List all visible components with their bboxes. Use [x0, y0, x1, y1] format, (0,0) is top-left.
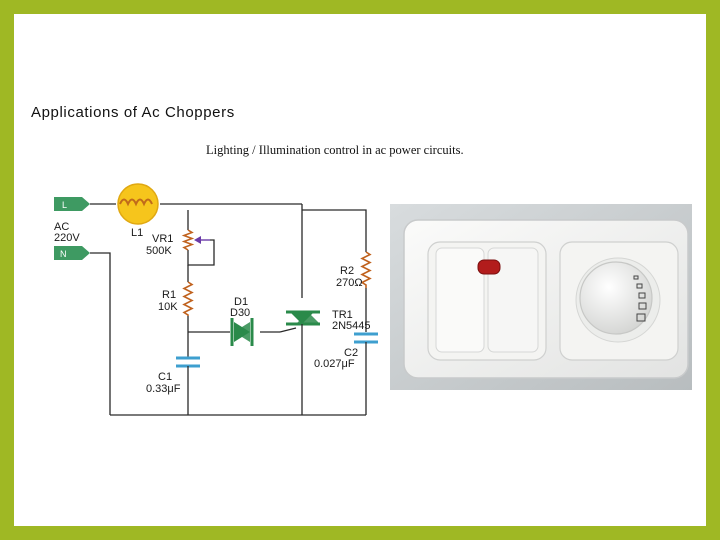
- indicator-light-icon: [477, 259, 501, 275]
- terminal-neutral: N: [54, 246, 90, 260]
- terminal-neutral-label: N: [60, 249, 67, 259]
- wall-switch-and-dimmer-photo: [390, 204, 692, 390]
- supply-voltage: 220V: [54, 232, 80, 244]
- d1-name: D1: [234, 296, 248, 308]
- diac-icon: [230, 318, 254, 346]
- r1-name: R1: [162, 289, 176, 301]
- vr1-name: VR1: [152, 233, 173, 245]
- potentiometer-icon: [181, 229, 210, 251]
- resistor-r1-icon: [182, 281, 194, 316]
- r1-value: 10K: [158, 301, 178, 313]
- rocker-switch: [427, 241, 547, 361]
- capacitor-c2-icon: [354, 332, 378, 352]
- slide: Applications of Ac Choppers Lighting / I…: [14, 14, 706, 526]
- dimmer: [559, 241, 679, 361]
- circuit-wires: [90, 203, 367, 416]
- circuit-diagram: L N AC 220V L1 VR1 500K R1 10K: [54, 183, 378, 416]
- lamp-icon: [117, 183, 159, 225]
- supply-label: AC: [54, 221, 69, 233]
- triac-icon: [279, 310, 320, 338]
- resistor-r2-icon: [360, 251, 372, 288]
- slide-caption: Lighting / Illumination control in ac po…: [206, 143, 464, 157]
- terminal-live-label: L: [62, 200, 67, 210]
- capacitor-c1-icon: [176, 356, 200, 375]
- dimmer-knob-icon: [579, 261, 653, 335]
- r2-value: 270Ω: [336, 277, 363, 289]
- c1-value: 0.33μF: [146, 383, 181, 395]
- lamp-label: L1: [131, 227, 143, 239]
- dimmer-scale-icon: [633, 275, 647, 322]
- terminal-live: L: [54, 197, 90, 211]
- d1-value: D30: [230, 307, 250, 319]
- vr1-value: 500K: [146, 245, 172, 257]
- c2-name: C2: [344, 347, 358, 359]
- c1-name: C1: [158, 371, 172, 383]
- tr1-value: 2N5445: [332, 320, 371, 332]
- tr1-name: TR1: [332, 309, 353, 321]
- r2-name: R2: [340, 265, 354, 277]
- slide-title: Applications of Ac Choppers: [31, 104, 235, 121]
- c2-value: 0.027μF: [314, 358, 355, 370]
